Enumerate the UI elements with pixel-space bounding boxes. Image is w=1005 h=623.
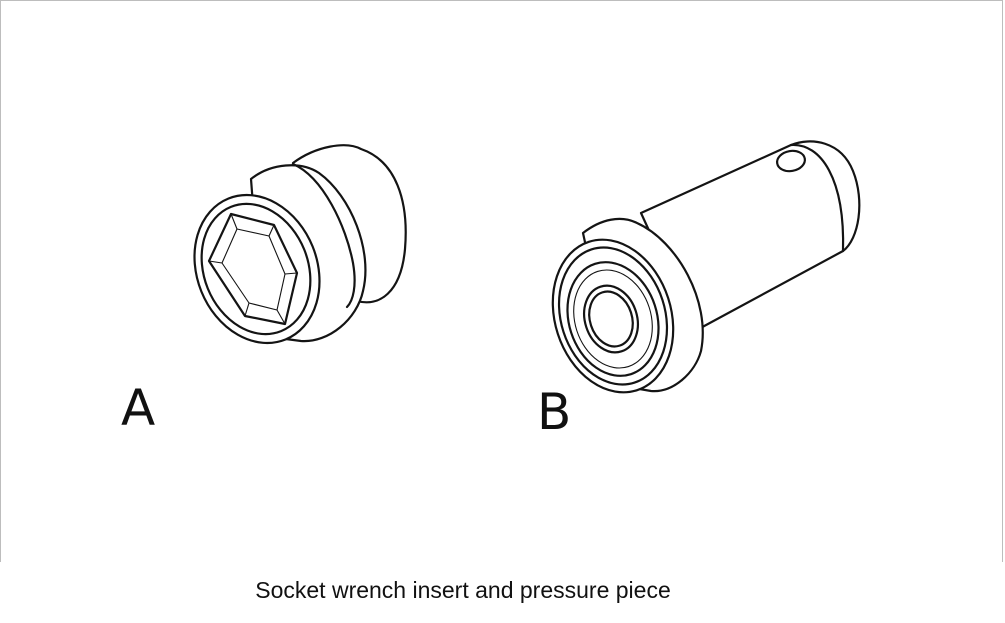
figure-caption: Socket wrench insert and pressure piece xyxy=(255,577,671,603)
socket-wrench-insert xyxy=(193,144,407,345)
part-label-b: B xyxy=(537,383,571,441)
part-label-a: A xyxy=(121,379,155,437)
figure-frame: A B xyxy=(0,0,1003,562)
pressure-piece xyxy=(551,140,861,394)
figure-illustration: A B xyxy=(121,140,861,441)
